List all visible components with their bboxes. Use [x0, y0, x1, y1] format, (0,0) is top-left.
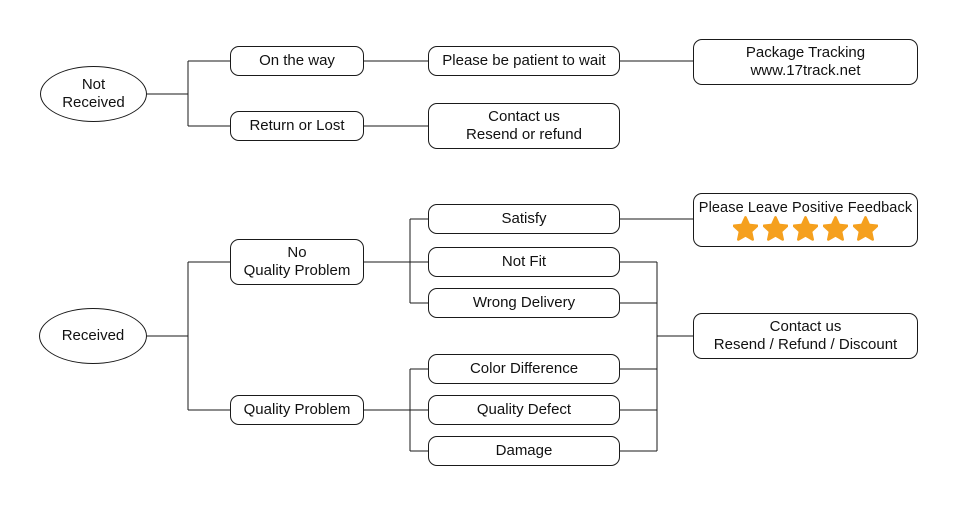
feedback-text: Please Leave Positive Feedback [698, 199, 913, 216]
node-label: Not Fit [501, 253, 547, 271]
node-not-received[interactable]: Not Received [40, 66, 147, 122]
star-rating[interactable] [733, 216, 878, 242]
node-label: Contact us Resend / Refund / Discount [713, 318, 898, 353]
node-label: Return or Lost [249, 117, 345, 135]
node-contact-us-resend-refund-discount[interactable]: Contact us Resend / Refund / Discount [693, 313, 918, 359]
node-label: Not Received [62, 76, 125, 111]
node-color-difference[interactable]: Color Difference [428, 354, 620, 384]
node-label: Color Difference [469, 360, 579, 378]
star-icon[interactable] [733, 216, 758, 242]
star-icon[interactable] [763, 216, 788, 242]
node-label: On the way [259, 52, 335, 70]
node-contact-us-resend-or-refund[interactable]: Contact us Resend or refund [428, 103, 620, 149]
star-icon[interactable] [823, 216, 848, 242]
node-satisfy[interactable]: Satisfy [428, 204, 620, 234]
node-label: Satisfy [501, 210, 547, 228]
star-icon[interactable] [793, 216, 818, 242]
node-received[interactable]: Received [39, 308, 147, 364]
node-label: Damage [495, 442, 553, 460]
node-quality-defect[interactable]: Quality Defect [428, 395, 620, 425]
node-label: Quality Defect [476, 401, 572, 419]
node-damage[interactable]: Damage [428, 436, 620, 466]
node-label: Quality Problem [243, 401, 351, 419]
node-quality-problem[interactable]: Quality Problem [230, 395, 364, 425]
node-package-tracking[interactable]: Package Tracking www.17track.net [693, 39, 918, 85]
node-please-be-patient-to-wait[interactable]: Please be patient to wait [428, 46, 620, 76]
node-label: Contact us Resend or refund [466, 108, 582, 143]
node-label: Received [61, 327, 125, 345]
node-label: No Quality Problem [243, 244, 351, 279]
node-label: Package Tracking www.17track.net [745, 44, 866, 79]
node-leave-positive-feedback[interactable]: Please Leave Positive Feedback [693, 193, 918, 247]
node-no-quality-problem[interactable]: No Quality Problem [230, 239, 364, 285]
node-not-fit[interactable]: Not Fit [428, 247, 620, 277]
node-on-the-way[interactable]: On the way [230, 46, 364, 76]
node-label: Wrong Delivery [472, 294, 576, 312]
node-wrong-delivery[interactable]: Wrong Delivery [428, 288, 620, 318]
node-label: Please be patient to wait [442, 52, 606, 70]
star-icon[interactable] [853, 216, 878, 242]
node-return-or-lost[interactable]: Return or Lost [230, 111, 364, 141]
